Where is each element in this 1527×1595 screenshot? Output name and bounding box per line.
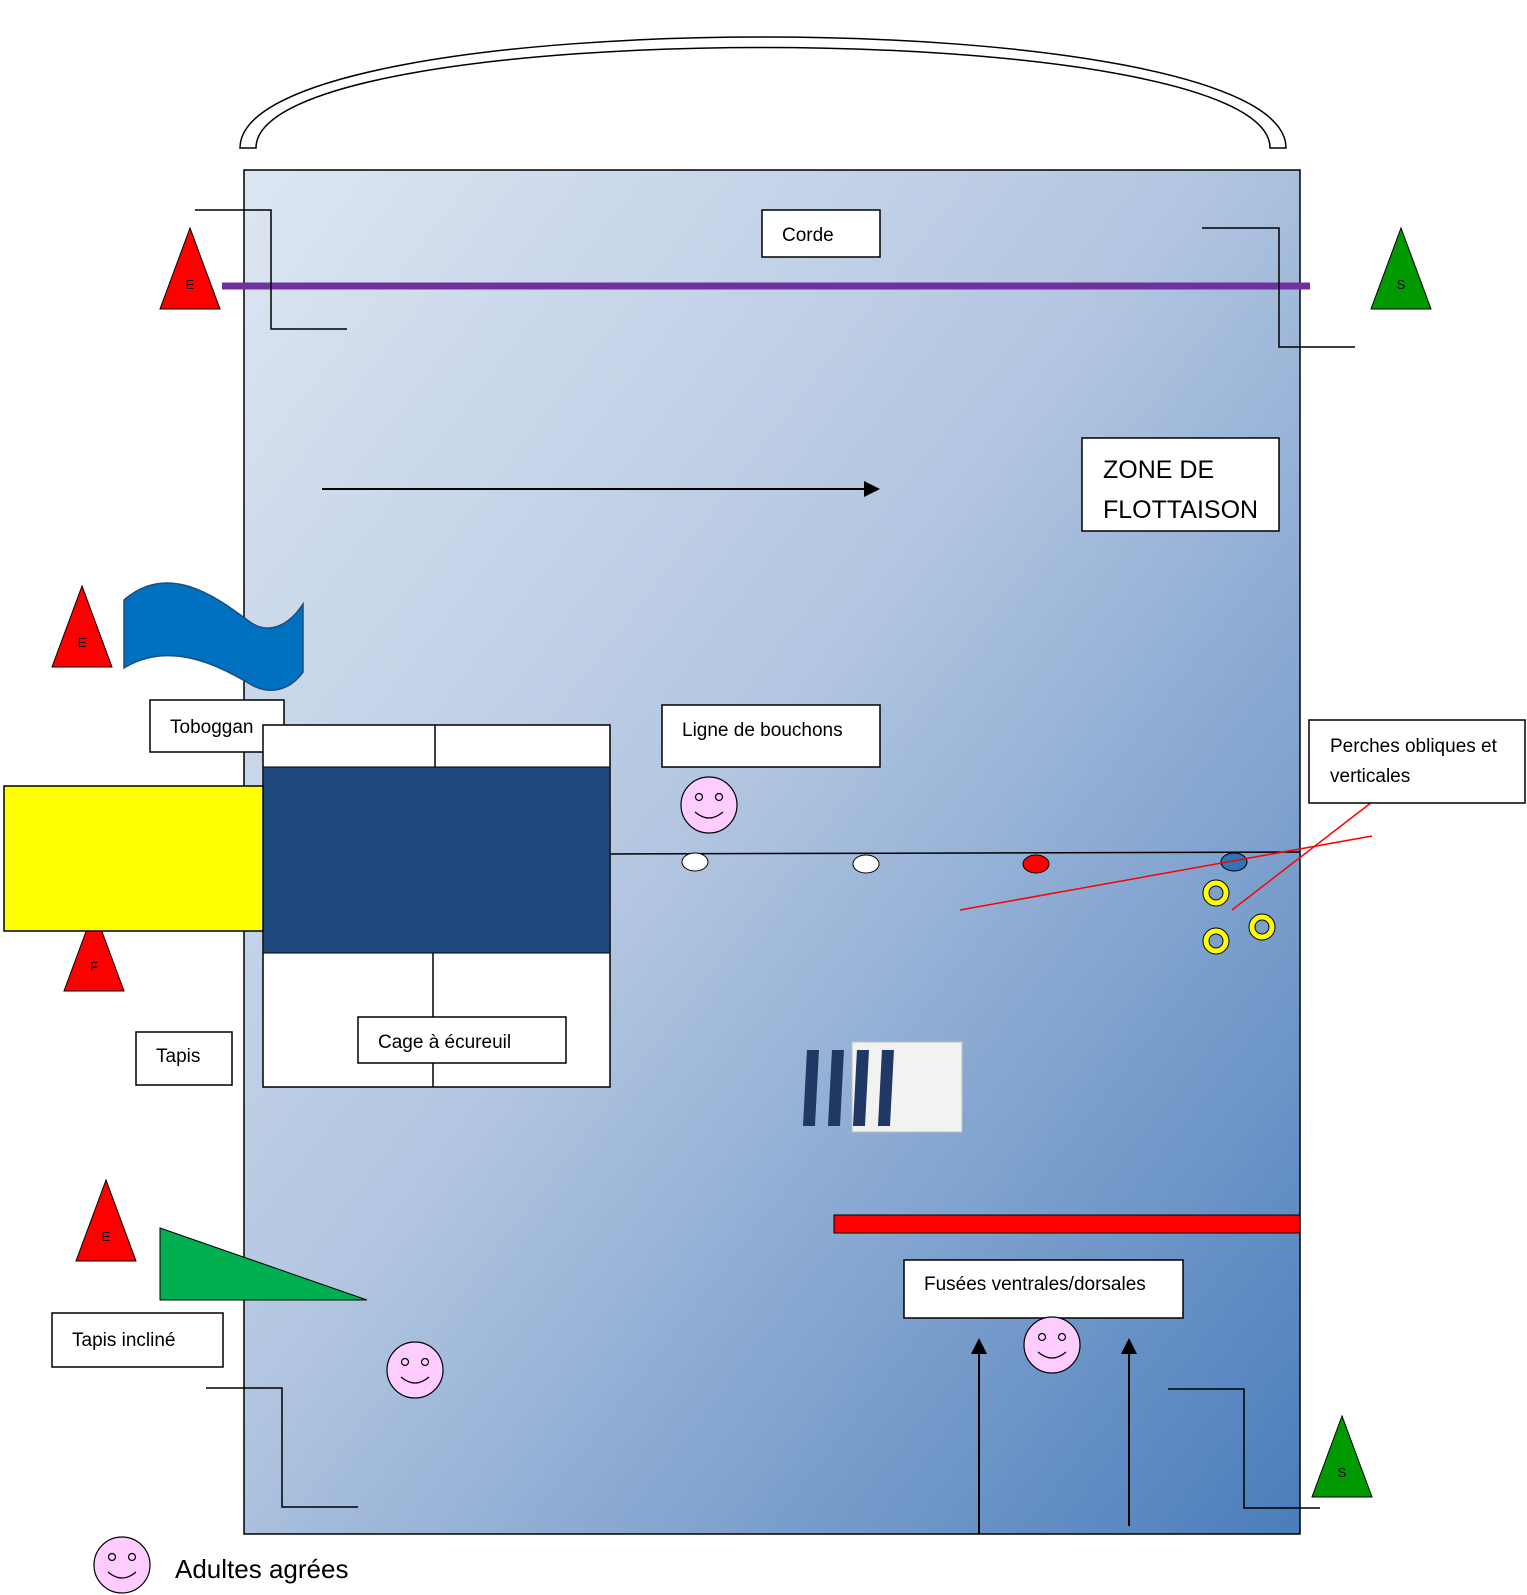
perche-oblique-1 [959, 835, 1373, 911]
cage-label: Cage à écureuil [378, 1032, 511, 1053]
float-blue [1220, 852, 1248, 872]
exit-triangle-top: S [1370, 226, 1432, 310]
fusees-label-box: Fusées ventrales/dorsales [903, 1259, 1184, 1319]
smiley-icon [386, 1341, 444, 1399]
yellow-mat [3, 785, 264, 932]
float-white-2 [852, 854, 880, 874]
f-triangle: F [63, 908, 125, 992]
toboggan-label-box: Toboggan [149, 699, 285, 753]
bracket-bottom-left [206, 1387, 358, 1508]
smiley-icon [680, 776, 738, 834]
toboggan-label: Toboggan [170, 717, 253, 738]
lane-rope [609, 851, 1301, 855]
rings [1202, 879, 1276, 955]
rocket-bar [833, 1214, 1301, 1234]
incline-mat [159, 1227, 368, 1301]
svg-text:S: S [1397, 277, 1406, 292]
dome-arch [239, 36, 1287, 149]
svg-text:F: F [90, 959, 98, 974]
bracket-top-right [1202, 227, 1355, 348]
entry-triangle-slide: E [51, 584, 113, 668]
svg-text:E: E [102, 1229, 111, 1244]
svg-text:E: E [78, 635, 87, 650]
slide-wave-icon [123, 582, 304, 691]
float-red [1022, 854, 1050, 874]
tapis-incline-label: Tapis incliné [72, 1330, 176, 1351]
svg-text:S: S [1338, 1465, 1347, 1480]
arrow-up-icon [971, 1338, 987, 1534]
perches-label-line2: verticales [1330, 766, 1410, 787]
tapis-incline-label-box: Tapis incliné [51, 1312, 224, 1368]
legend: Adultes agrées [93, 1536, 348, 1594]
ligne-label: Ligne de bouchons [682, 720, 843, 741]
zone-flottaison-box: ZONE DE FLOTTAISON [1081, 437, 1280, 532]
corde-label-box: Corde [761, 209, 881, 258]
entry-triangle-bottom: E [75, 1178, 137, 1262]
exit-triangle-bottom: S [1311, 1414, 1373, 1498]
perches-label-line1: Perches obliques et [1330, 736, 1498, 757]
cage-label-box: Cage à écureuil [357, 1016, 567, 1064]
corde-label: Corde [782, 225, 834, 246]
bracket-bottom-right [1168, 1388, 1320, 1509]
perches-label-box: Perches obliques et verticales [1308, 719, 1526, 804]
arrow-right-icon [322, 481, 880, 497]
zone-label-line2: FLOTTAISON [1103, 496, 1258, 524]
tapis-label-box: Tapis [135, 1031, 233, 1086]
arrow-up-icon [1121, 1338, 1137, 1526]
legend-adults-label: Adultes agrées [175, 1554, 348, 1584]
ladder-icon [802, 1041, 963, 1133]
zone-label-line1: ZONE DE [1103, 456, 1214, 484]
ligne-label-box: Ligne de bouchons [661, 704, 881, 768]
entry-triangle-top: E [159, 226, 221, 310]
perche-oblique-2 [1231, 801, 1373, 911]
smiley-icon [1023, 1316, 1081, 1374]
svg-text:E: E [186, 277, 195, 292]
smiley-icon [93, 1536, 151, 1594]
float-white-1 [681, 852, 709, 872]
bracket-top-left [195, 209, 347, 330]
fusees-label: Fusées ventrales/dorsales [924, 1274, 1146, 1295]
tapis-label: Tapis [156, 1046, 200, 1067]
cage-block [262, 766, 611, 954]
